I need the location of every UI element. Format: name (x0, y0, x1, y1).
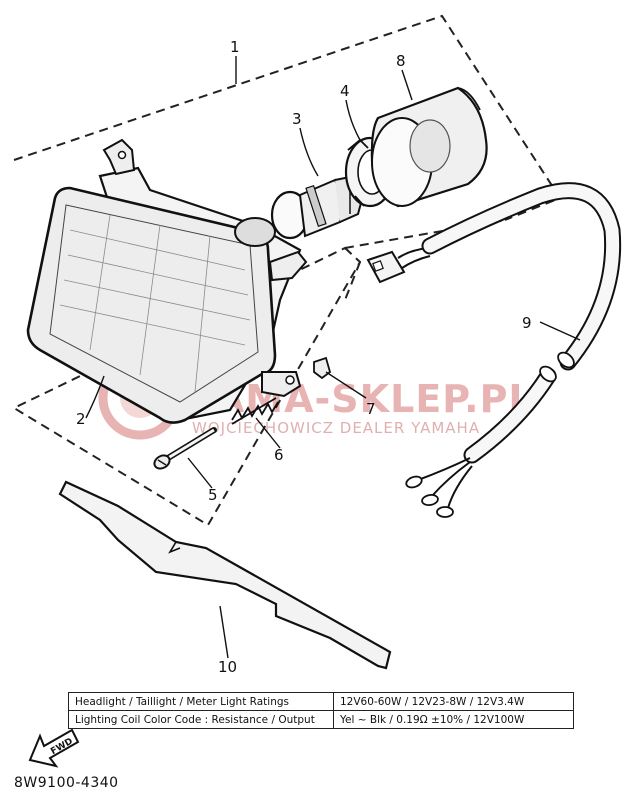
wire-harness (366, 182, 622, 518)
callout-5: 5 (208, 486, 218, 504)
leader-lines (85, 56, 581, 659)
assembly-dashed-outline (11, 14, 562, 527)
callout-3: 3 (292, 110, 302, 128)
spec-value-ratings: 12V60-60W / 12V23-8W / 12V3.4W (333, 692, 574, 711)
rubber-cover (370, 86, 488, 208)
callout-6: 6 (274, 446, 284, 464)
headlight-bulb (270, 174, 366, 240)
spec-value-coil: Yel ~ Blk / 0.19Ω ±10% / 12V100W (333, 710, 574, 729)
table-row: Lighting Coil Color Code : Resistance / … (68, 710, 574, 729)
adjusting-screw (153, 427, 217, 470)
spec-label-coil: Lighting Coil Color Code : Resistance / … (68, 710, 334, 729)
diagram-code: 8W9100-4340 (14, 775, 119, 791)
spec-label-ratings: Headlight / Taillight / Meter Light Rati… (68, 692, 334, 711)
callout-1: 1 (230, 38, 240, 56)
headlight-housing (26, 138, 308, 424)
callout-8: 8 (396, 52, 406, 70)
spec-table: Headlight / Taillight / Meter Light Rati… (68, 692, 574, 729)
headlight-bracket (58, 480, 392, 670)
table-row: Headlight / Taillight / Meter Light Rati… (68, 692, 574, 711)
watermark-subtext: WOJCIECHOWICZ DEALER YAMAHA (192, 419, 480, 437)
callout-2: 2 (76, 410, 86, 428)
callout-9: 9 (522, 314, 532, 332)
callout-7: 7 (366, 400, 376, 418)
forward-arrow-icon: FWD (28, 728, 80, 768)
nut (313, 356, 332, 380)
callout-4: 4 (340, 82, 350, 100)
callout-10: 10 (218, 658, 237, 676)
adjusting-spring (231, 397, 279, 425)
